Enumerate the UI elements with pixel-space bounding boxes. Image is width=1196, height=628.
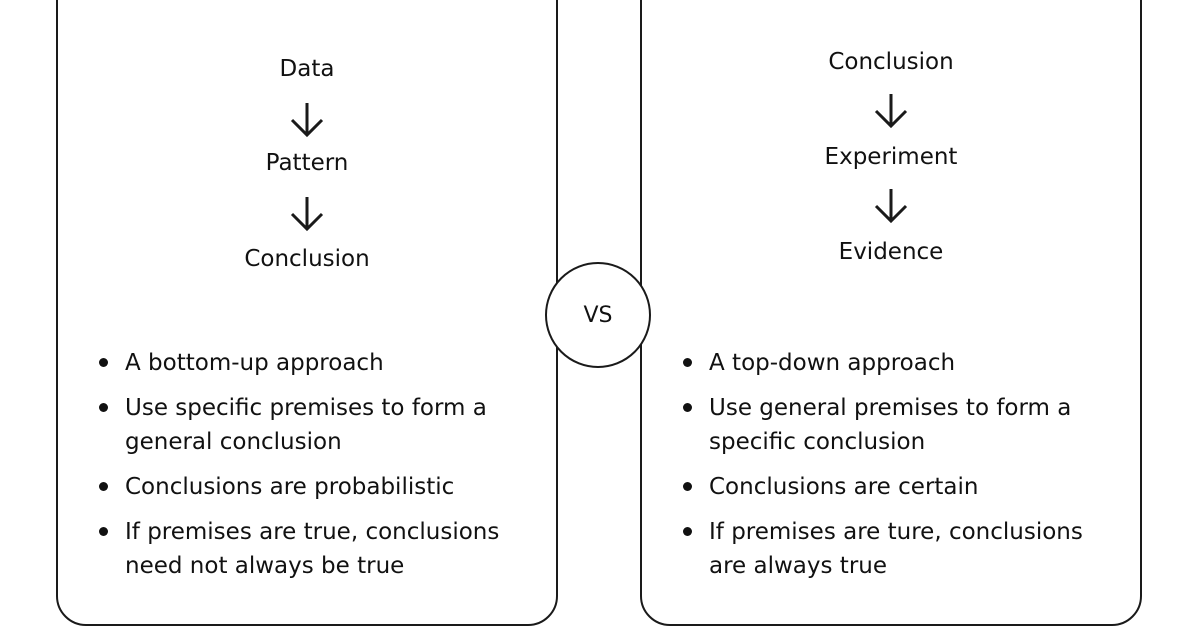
vs-badge: VS <box>545 262 651 368</box>
right-flow-step-1: Conclusion <box>828 49 954 75</box>
bullet-text: If premises are true, conclusions need n… <box>125 519 500 579</box>
bullet-text: Conclusions are certain <box>709 474 979 500</box>
bullet-dot-icon <box>99 358 108 367</box>
list-item: Use specific premises to form a general … <box>96 391 536 459</box>
down-arrow-icon <box>290 103 324 138</box>
bullet-text: If premises are ture, conclusions are al… <box>709 519 1083 579</box>
list-item: If premises are true, conclusions need n… <box>96 515 536 583</box>
bullet-dot-icon <box>99 403 108 412</box>
left-flow-step-2: Pattern <box>265 150 349 176</box>
bullet-dot-icon <box>683 482 692 491</box>
left-flow-step-1: Data <box>279 56 335 82</box>
list-item: Conclusions are probabilistic <box>96 470 536 504</box>
down-arrow-icon <box>290 197 324 232</box>
bullet-dot-icon <box>683 527 692 536</box>
bullet-text: Use general premises to form a specific … <box>709 395 1072 455</box>
bullet-text: A bottom-up approach <box>125 350 384 376</box>
bullet-text: Use specific premises to form a general … <box>125 395 487 455</box>
list-item: Use general premises to form a specific … <box>680 391 1120 459</box>
bullet-dot-icon <box>99 482 108 491</box>
down-arrow-icon <box>874 94 908 129</box>
left-bullet-list: A bottom-up approach Use specific premis… <box>96 346 536 594</box>
bullet-text: A top-down approach <box>709 350 956 376</box>
bullet-dot-icon <box>683 358 692 367</box>
list-item: A top-down approach <box>680 346 1120 380</box>
vs-label: VS <box>583 302 613 328</box>
bullet-dot-icon <box>683 403 692 412</box>
down-arrow-icon <box>874 189 908 224</box>
list-item: If premises are ture, conclusions are al… <box>680 515 1120 583</box>
bullet-text: Conclusions are probabilistic <box>125 474 455 500</box>
right-flow-step-2: Experiment <box>824 144 958 170</box>
right-flow-step-3: Evidence <box>838 239 944 265</box>
right-bullet-list: A top-down approach Use general premises… <box>680 346 1120 594</box>
bullet-dot-icon <box>99 527 108 536</box>
left-flow-step-3: Conclusion <box>244 246 370 272</box>
list-item: Conclusions are certain <box>680 470 1120 504</box>
list-item: A bottom-up approach <box>96 346 536 380</box>
